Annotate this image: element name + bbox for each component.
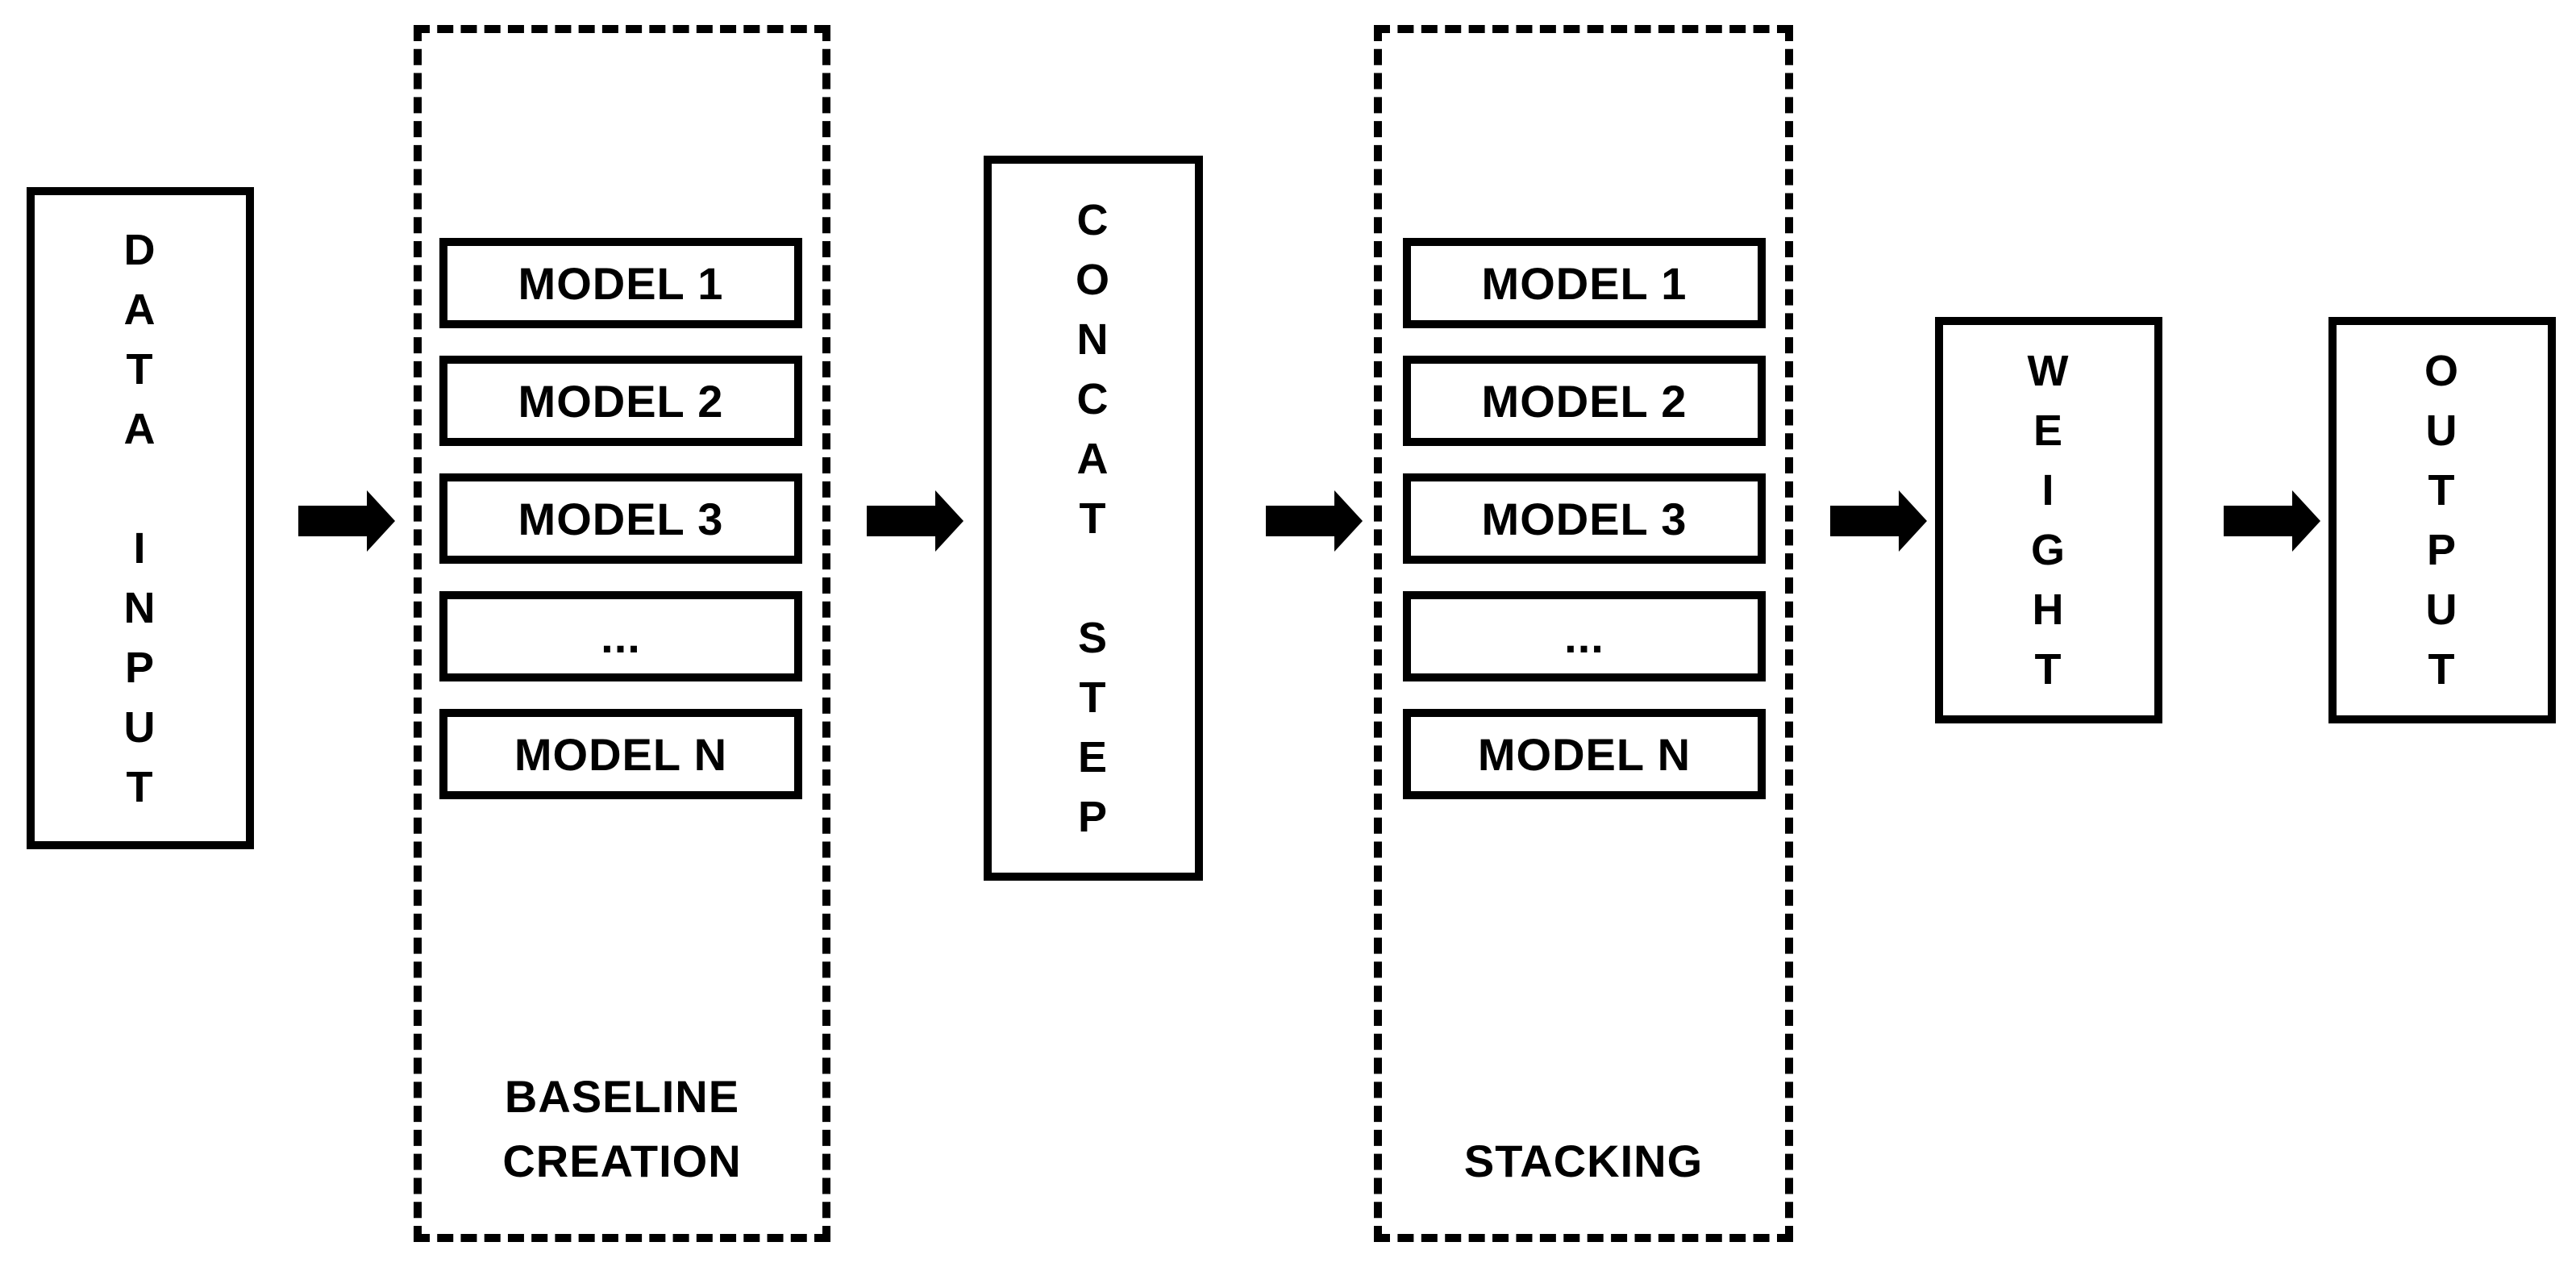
arrow-shaft [298,506,368,536]
concat-step-node: C O N C A T S T E P [984,156,1203,881]
model-box: ... [1403,591,1766,681]
model-box: MODEL N [439,709,802,799]
model-box-label: MODEL 2 [518,375,724,427]
arrow-head [2292,490,2320,552]
weight-node: W E I G H T [1935,317,2162,723]
arrow-right-icon [1266,490,1363,552]
stacking-label: STACKING [1463,1136,1704,1186]
model-box: MODEL 2 [1403,356,1766,446]
arrow-right-icon [2224,490,2320,552]
model-box-label: MODEL 1 [1481,257,1688,309]
output-node: O U T P U T [2328,317,2556,723]
baseline-creation-label: BASELINE CREATION [502,1071,742,1186]
model-box: MODEL 3 [439,473,802,564]
model-box-label: MODEL N [1477,728,1692,780]
arrow-right-icon [298,490,395,552]
model-box-label: MODEL N [514,728,728,780]
model-box-label: MODEL 2 [1481,375,1688,427]
arrow-head [1899,490,1927,552]
data-input-node: D A T A I N P U T [27,187,254,849]
arrow-right-icon [867,490,963,552]
arrow-shaft [1830,506,1900,536]
arrow-shaft [2224,506,2293,536]
model-box-label: ... [1564,611,1604,662]
arrow-shaft [1266,506,1335,536]
model-box-label: MODEL 1 [518,257,724,309]
arrow-head [935,490,963,552]
arrow-right-icon [1830,490,1927,552]
baseline-creation-group: MODEL 1 MODEL 2 MODEL 3 ... MODEL N BASE… [414,25,830,1242]
model-box: MODEL 1 [1403,238,1766,328]
arrow-head [1334,490,1363,552]
data-input-label: D A T A I N P U T [123,225,157,811]
model-box: MODEL 2 [439,356,802,446]
model-box: ... [439,591,802,681]
model-box: MODEL 3 [1403,473,1766,564]
model-box: MODEL N [1403,709,1766,799]
weight-label: W E I G H T [2027,347,2070,694]
arrow-head [367,490,395,552]
model-box: MODEL 1 [439,238,802,328]
model-box-label: MODEL 3 [1481,493,1688,544]
arrow-shaft [867,506,936,536]
output-label: O U T P U T [2424,347,2460,694]
stacking-group: MODEL 1 MODEL 2 MODEL 3 ... MODEL N STAC… [1374,25,1793,1242]
concat-step-label: C O N C A T S T E P [1075,195,1111,841]
model-box-label: ... [601,611,641,662]
model-box-label: MODEL 3 [518,493,724,544]
